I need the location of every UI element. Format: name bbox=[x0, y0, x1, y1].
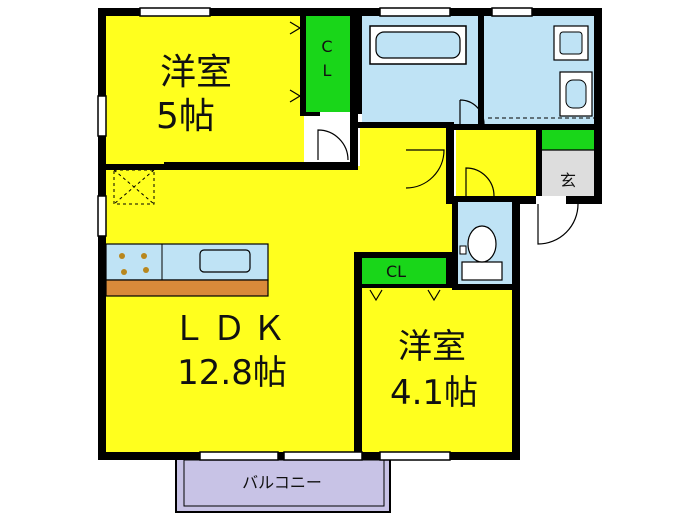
entrance-floor bbox=[540, 150, 596, 196]
stove-burner-icon bbox=[121, 269, 127, 275]
closet-door-marks bbox=[289, 21, 441, 302]
stove-burner-icon bbox=[141, 253, 147, 259]
western-room-1-size: 5帖 bbox=[156, 96, 215, 137]
closet-2-label: CL bbox=[386, 262, 406, 281]
entrance-label: 玄 bbox=[560, 171, 576, 190]
ldk-size: 12.8帖 bbox=[177, 353, 287, 393]
ldk-name: ＬＤＫ bbox=[172, 309, 292, 349]
western-room-1-name: 洋室 bbox=[160, 52, 232, 93]
toilet-icon bbox=[467, 225, 497, 263]
kitchen-counter-edge bbox=[105, 279, 269, 297]
kitchen-sink-icon bbox=[199, 249, 251, 273]
stove-burner-icon bbox=[143, 267, 149, 273]
windows bbox=[97, 7, 533, 461]
closet-1-label-c: C bbox=[321, 37, 332, 56]
western-room-5-floor bbox=[104, 14, 304, 166]
door-swings bbox=[317, 99, 579, 245]
western-room-2-size: 4.1帖 bbox=[390, 373, 478, 413]
closet-western-1 bbox=[306, 16, 358, 112]
shoe-closet bbox=[542, 128, 596, 150]
entrance-hall-floor bbox=[456, 130, 540, 196]
closet-1-label-l: L bbox=[323, 61, 332, 80]
ldk-floor bbox=[104, 166, 360, 452]
closet-western-2 bbox=[362, 256, 448, 286]
stove-burner-icon bbox=[119, 253, 125, 259]
western-room-4-floor bbox=[360, 258, 516, 452]
western-room-2-name: 洋室 bbox=[398, 327, 466, 367]
toilet-tank-icon bbox=[461, 261, 503, 281]
interior-walls bbox=[104, 14, 598, 458]
balcony-label: バルコニー bbox=[242, 473, 322, 492]
washbasin-icon bbox=[559, 71, 593, 117]
